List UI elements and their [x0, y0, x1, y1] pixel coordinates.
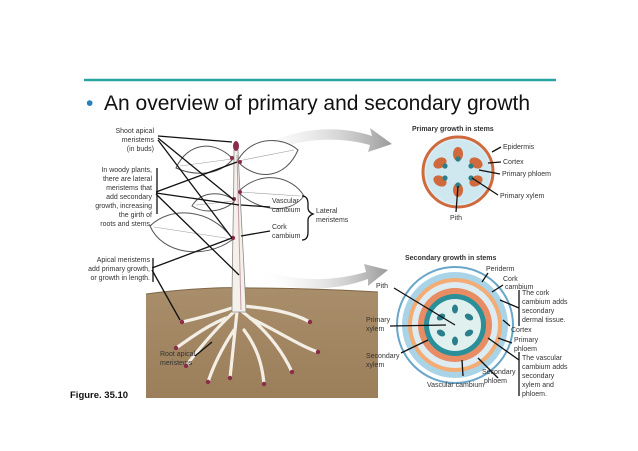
primary-stem-section — [421, 135, 495, 209]
periderm-label: Periderm — [486, 266, 515, 273]
primary-pith-label: Pith — [450, 215, 462, 222]
svg-text:growth, increasing: growth, increasing — [95, 203, 152, 210]
svg-text:cambium: cambium — [272, 233, 301, 240]
svg-text:meristems: meristems — [160, 360, 193, 367]
svg-text:there are lateral: there are lateral — [103, 176, 152, 183]
lateral-meristems-label: Lateral meristems — [316, 208, 349, 224]
secondary-phloem-label: Secondary phloem — [482, 369, 516, 385]
svg-text:cambium: cambium — [505, 284, 534, 291]
primary-phloem-label: Primary phloem — [502, 171, 551, 178]
svg-text:secondary: secondary — [522, 308, 555, 315]
svg-text:Lateral: Lateral — [316, 208, 338, 215]
svg-text:meristems: meristems — [122, 137, 155, 144]
secondary-heading: Secondary growth in stems — [405, 255, 497, 262]
svg-text:Secondary: Secondary — [366, 353, 400, 360]
svg-text:Primary: Primary — [366, 317, 391, 324]
svg-text:phloem: phloem — [484, 378, 507, 385]
svg-text:meristems: meristems — [316, 217, 349, 224]
cork-cambium-label: Cork cambium — [272, 224, 301, 240]
leaves — [149, 140, 305, 253]
root-apical-label: Root apical meristems — [160, 351, 195, 367]
svg-text:secondary: secondary — [522, 373, 555, 380]
secondary-cork-cambium-label: Cork cambium — [503, 276, 534, 291]
secondary-leader-lines — [389, 272, 520, 396]
svg-text:phloem.: phloem. — [522, 391, 547, 398]
apical-meristem-description: Apical meristems add primary growth, or … — [88, 257, 150, 282]
svg-text:cambium adds: cambium adds — [522, 299, 568, 306]
shoot-apical-label: Shoot apical meristems (in buds) — [115, 128, 154, 153]
primary-leader-lines — [455, 146, 502, 213]
epidermis-label: Epidermis — [503, 144, 535, 151]
svg-text:dermal tissue.: dermal tissue. — [522, 317, 566, 324]
svg-text:cambium: cambium — [272, 207, 301, 214]
root-tips — [173, 319, 321, 387]
svg-text:roots and stems.: roots and stems. — [100, 221, 152, 228]
svg-text:Apical meristems: Apical meristems — [97, 257, 151, 264]
leaf-veins — [153, 149, 301, 240]
secondary-primary-phloem-label: Primary phloem — [514, 337, 539, 353]
title-bullet: • — [86, 92, 93, 115]
svg-text:The cork: The cork — [522, 290, 550, 297]
buds — [230, 141, 242, 241]
primary-heading: Primary growth in stems — [412, 126, 494, 133]
secondary-cortex-label: Cortex — [511, 327, 532, 334]
svg-text:cambium adds: cambium adds — [522, 364, 568, 371]
lateral-meristem-description: In woody plants, there are lateral meris… — [95, 167, 152, 228]
svg-text:the girth of: the girth of — [119, 212, 152, 219]
svg-text:Root apical: Root apical — [160, 351, 195, 358]
soil-surface — [145, 287, 379, 295]
svg-text:Shoot apical: Shoot apical — [115, 128, 154, 135]
svg-text:Secondary: Secondary — [482, 369, 516, 376]
svg-text:xylem: xylem — [366, 362, 384, 369]
svg-text:(in buds): (in buds) — [127, 146, 154, 153]
secondary-vascular-cambium-label: Vascular cambium — [427, 382, 484, 389]
svg-text:add secondary: add secondary — [106, 194, 152, 201]
svg-text:xylem and: xylem and — [522, 382, 554, 389]
lower-flow-arrow — [256, 264, 388, 289]
plant-leader-lines — [151, 135, 315, 357]
svg-text:or growth in length.: or growth in length. — [90, 275, 150, 282]
secondary-pith-label: Pith — [376, 283, 388, 290]
page-title: An overview of primary and secondary gro… — [104, 92, 530, 115]
svg-text:phloem: phloem — [514, 346, 537, 353]
primary-xylem-label: Primary xylem — [500, 193, 545, 200]
svg-text:The vascular: The vascular — [522, 355, 563, 362]
svg-text:Vascular: Vascular — [272, 198, 299, 205]
upper-flow-arrow — [244, 128, 392, 162]
svg-text:Cork: Cork — [272, 224, 287, 231]
svg-text:meristems that: meristems that — [106, 185, 152, 192]
vascular-cambium-label: Vascular cambium — [272, 198, 301, 214]
secondary-primary-xylem-label: Primary xylem — [366, 317, 391, 333]
svg-text:Primary: Primary — [514, 337, 539, 344]
stem-cambium-line — [236, 154, 242, 311]
svg-text:xylem: xylem — [366, 326, 384, 333]
cork-cambium-note: The cork cambium adds secondary dermal t… — [522, 290, 568, 324]
svg-text:Cork: Cork — [503, 276, 518, 283]
svg-text:In woody plants,: In woody plants, — [101, 167, 152, 174]
cortex-label: Cortex — [503, 159, 524, 166]
secondary-xylem-label: Secondary xylem — [366, 353, 400, 369]
vascular-cambium-note: The vascular cambium adds secondary xyle… — [522, 355, 568, 398]
svg-text:add primary growth,: add primary growth, — [88, 266, 150, 273]
figure-label: Figure. 35.10 — [70, 390, 128, 401]
